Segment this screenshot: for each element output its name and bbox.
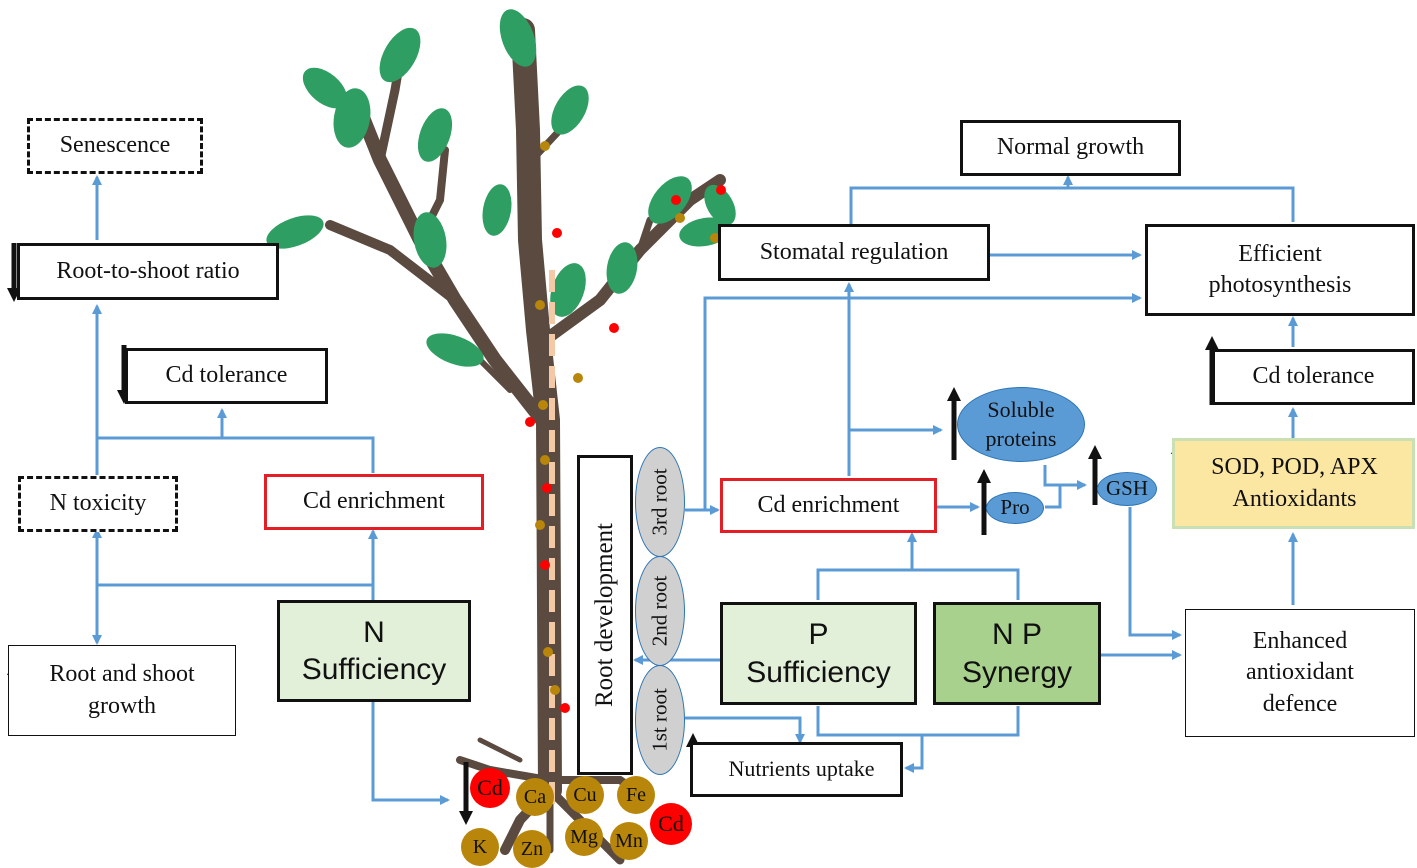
- senescence-box: Senescence: [27, 118, 203, 174]
- antioxidants-box: SOD, POD, APX Antioxidants: [1172, 438, 1415, 529]
- cd-tolerance-left-box: Cd tolerance: [125, 348, 328, 404]
- nutrient-cd: Cd: [470, 768, 510, 808]
- second-root-label: 2nd root: [647, 575, 672, 647]
- nutrient-k: K: [461, 828, 499, 866]
- cd-tolerance-right-box: Cd tolerance: [1212, 349, 1415, 405]
- gsh-ellipse: GSH: [1097, 472, 1157, 506]
- nutrient-ca: Ca: [516, 778, 554, 816]
- photosynthesis-label: Efficient photosynthesis: [1208, 240, 1352, 298]
- first-root-ellipse: 1st root: [635, 665, 685, 775]
- stomatal-regulation-box: Stomatal regulation: [718, 224, 990, 281]
- root-shoot-growth-box: Root and shoot growth: [8, 645, 236, 736]
- flow-arrows: [92, 175, 1298, 805]
- root-development-label: Root development: [591, 523, 618, 707]
- nutrient-cu: Cu: [566, 776, 604, 814]
- pro-label: Pro: [1000, 495, 1030, 520]
- n-toxicity-box: N toxicity: [18, 476, 178, 532]
- third-root-label: 3rd root: [647, 468, 672, 536]
- cd-tolerance-right-label: Cd tolerance: [1252, 363, 1375, 390]
- n-sufficiency-box: N Sufficiency: [277, 600, 471, 702]
- senescence-label: Senescence: [59, 132, 171, 159]
- soluble-proteins-ellipse: Soluble proteins: [957, 387, 1085, 462]
- np-synergy-label: N P Synergy: [961, 618, 1073, 689]
- enhanced-antioxidant-box: Enhanced antioxidant defence: [1185, 609, 1415, 737]
- pro-ellipse: Pro: [986, 492, 1044, 524]
- normal-growth-label: Normal growth: [996, 134, 1145, 161]
- antioxidants-label: SOD, POD, APX Antioxidants: [1211, 454, 1378, 512]
- first-root-label: 1st root: [647, 688, 672, 752]
- root-shoot-growth-label: Root and shoot growth: [49, 661, 195, 719]
- n-sufficiency-label: N Sufficiency: [301, 615, 447, 687]
- soluble-proteins-label: Soluble proteins: [985, 396, 1057, 451]
- nutrient-zn: Zn: [513, 830, 551, 868]
- nutrient-mg: Mg: [565, 818, 603, 856]
- n-toxicity-label: N toxicity: [49, 490, 147, 517]
- nutrient-fe: Fe: [617, 776, 655, 814]
- enhanced-antioxidant-label: Enhanced antioxidant defence: [1246, 628, 1354, 717]
- second-root-ellipse: 2nd root: [635, 556, 685, 666]
- p-sufficiency-label: P Sufficiency: [746, 618, 891, 689]
- cd-tolerance-left-label: Cd tolerance: [165, 362, 288, 389]
- p-sufficiency-box: P Sufficiency: [720, 602, 917, 705]
- nutrients-uptake-label: Nutrients uptake: [728, 756, 875, 782]
- third-root-ellipse: 3rd root: [635, 447, 685, 557]
- photosynthesis-box: Efficient photosynthesis: [1145, 224, 1415, 316]
- np-synergy-box: N P Synergy: [933, 602, 1101, 705]
- cd-enrichment-right-box: Cd enrichment: [720, 478, 937, 533]
- root-to-shoot-box: Root-to-shoot ratio: [17, 243, 279, 300]
- root-development-box: Root development: [577, 455, 633, 775]
- normal-growth-box: Normal growth: [960, 120, 1181, 176]
- nutrients-uptake-box: Nutrients uptake: [690, 742, 903, 797]
- root-to-shoot-label: Root-to-shoot ratio: [56, 257, 240, 284]
- nutrient-cd: Cd: [650, 803, 692, 845]
- gsh-label: GSH: [1105, 476, 1148, 501]
- cd-enrichment-left-box: Cd enrichment: [264, 474, 484, 530]
- stomatal-regulation-label: Stomatal regulation: [759, 238, 949, 265]
- cd-enrichment-left-label: Cd enrichment: [303, 488, 445, 515]
- cd-enrichment-right-label: Cd enrichment: [757, 491, 900, 518]
- tree-illustration: [266, 9, 736, 865]
- nutrient-mn: Mn: [610, 822, 648, 860]
